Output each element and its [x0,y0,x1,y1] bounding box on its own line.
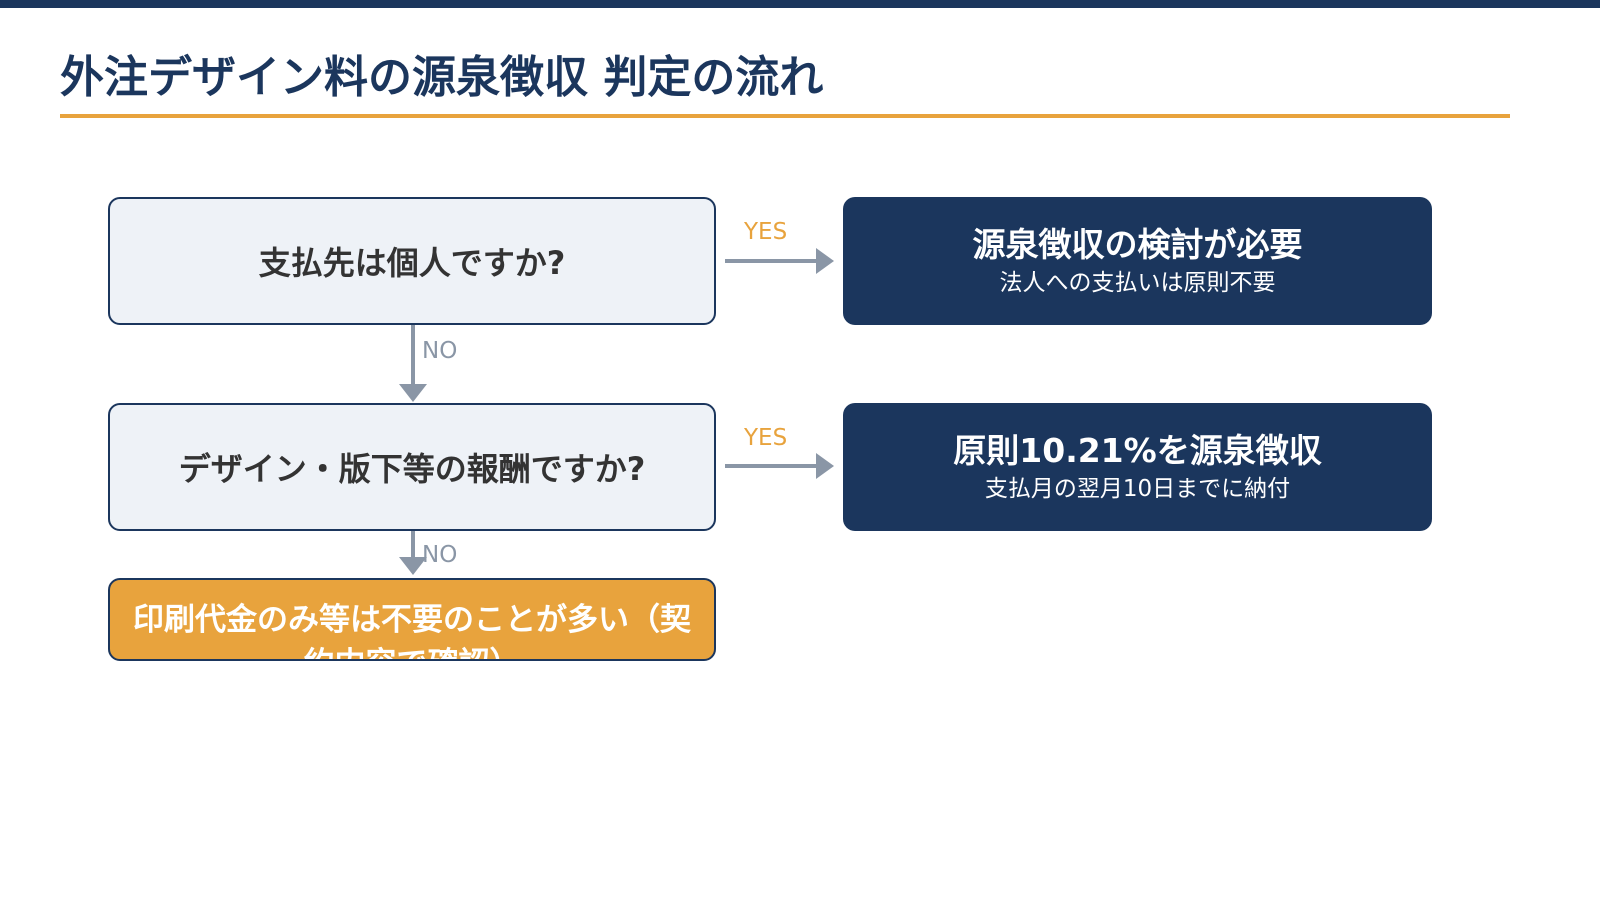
final-note-box: 印刷代金のみ等は不要のことが多い（契約内容で確認） [108,578,716,661]
yes-label: YES [744,219,788,245]
arrow-q2-no-head [399,557,427,575]
top-accent-bar [0,0,1600,8]
arrow-q2-yes-head [816,453,834,479]
no-label: NO [422,542,458,568]
result-box-withholding-review: 源泉徴収の検討が必要 法人への支払いは原則不要 [843,197,1432,325]
question-text: デザイン・版下等の報酬ですか? [178,450,646,488]
title-underline [60,114,1510,118]
result-main-text: 源泉徴収の検討が必要 [972,225,1303,264]
yes-label: YES [744,425,788,451]
question-box-individual: 支払先は個人ですか? [108,197,716,325]
page-title: 外注デザイン料の源泉徴収 判定の流れ [60,52,824,103]
question-text: 支払先は個人ですか? [258,244,566,282]
result-sub-text: 法人への支払いは原則不要 [999,270,1276,296]
arrow-q1-no-head [399,384,427,402]
arrow-q1-yes-head [816,248,834,274]
no-label: NO [422,338,458,364]
result-box-withholding-rate: 原則10.21%を源泉徴収 支払月の翌月10日までに納付 [843,403,1432,531]
result-main-text: 原則10.21%を源泉徴収 [953,431,1322,470]
question-box-design-fee: デザイン・版下等の報酬ですか? [108,403,716,531]
result-sub-text: 支払月の翌月10日までに納付 [984,476,1291,502]
final-note-text: 印刷代金のみ等は不要のことが多い（契約内容で確認） [133,602,691,659]
